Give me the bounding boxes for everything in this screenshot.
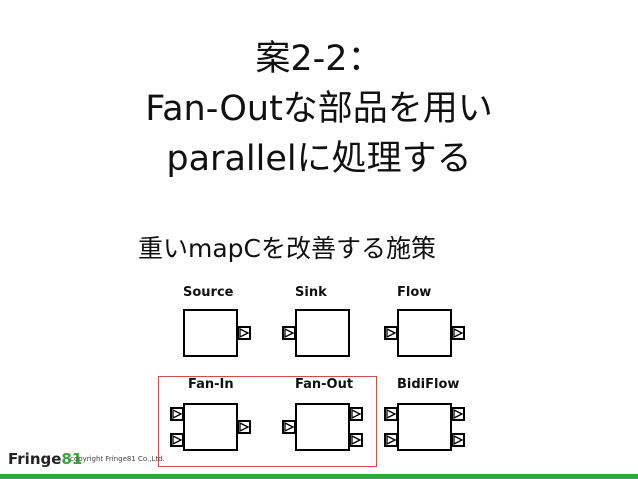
footer: Fringe81 copyright Fringe81 Co.,Ltd. bbox=[0, 446, 638, 479]
stage-label-source: Source bbox=[183, 285, 234, 300]
fan-in-input-port-1 bbox=[170, 407, 184, 421]
stage-box-flow bbox=[397, 309, 452, 357]
stage-label-bidiflow: BidiFlow bbox=[397, 377, 460, 392]
slide-title-line-3: parallelに処理する bbox=[166, 139, 472, 179]
stage-box-source bbox=[183, 309, 238, 357]
fan-out-output-port-1 bbox=[349, 407, 363, 421]
bidiflow-input-port-1 bbox=[384, 407, 398, 421]
company-logo: Fringe81 bbox=[8, 450, 82, 468]
logo-text: Fringe bbox=[8, 450, 62, 468]
stage-label-fan-out: Fan-Out bbox=[295, 377, 354, 392]
bidiflow-input-port-2 bbox=[384, 433, 398, 447]
flow-output-port-1 bbox=[451, 326, 465, 340]
copyright-text: copyright Fringe81 Co.,Ltd. bbox=[70, 455, 165, 463]
stage-label-flow: Flow bbox=[397, 285, 432, 300]
stage-box-sink bbox=[295, 309, 350, 357]
stage-label-sink: Sink bbox=[295, 285, 327, 300]
flow-input-port-1 bbox=[384, 326, 398, 340]
fan-in-input-port-2 bbox=[170, 433, 184, 447]
stage-box-bidiflow bbox=[397, 403, 452, 451]
fan-highlight-frame bbox=[158, 376, 377, 467]
stage-box-fan-out bbox=[295, 403, 350, 451]
footer-accent-bar bbox=[0, 474, 638, 479]
slide-title-line-2: Fan-Outな部品を用い bbox=[145, 89, 493, 129]
fan-out-output-port-2 bbox=[349, 433, 363, 447]
logo-number: 81 bbox=[61, 450, 83, 468]
bidiflow-output-port-1 bbox=[451, 407, 465, 421]
bidiflow-output-port-2 bbox=[451, 433, 465, 447]
sink-input-port-1 bbox=[282, 326, 296, 340]
stage-label-fan-in: Fan-In bbox=[188, 377, 234, 392]
slide-title-line-1: 案2-2： bbox=[255, 39, 383, 79]
source-output-port-1 bbox=[237, 326, 251, 340]
slide-subtitle: 重いmapCを改善する施策 bbox=[138, 234, 436, 263]
fan-out-input-port-1 bbox=[282, 420, 296, 434]
fan-in-output-port-1 bbox=[237, 420, 251, 434]
